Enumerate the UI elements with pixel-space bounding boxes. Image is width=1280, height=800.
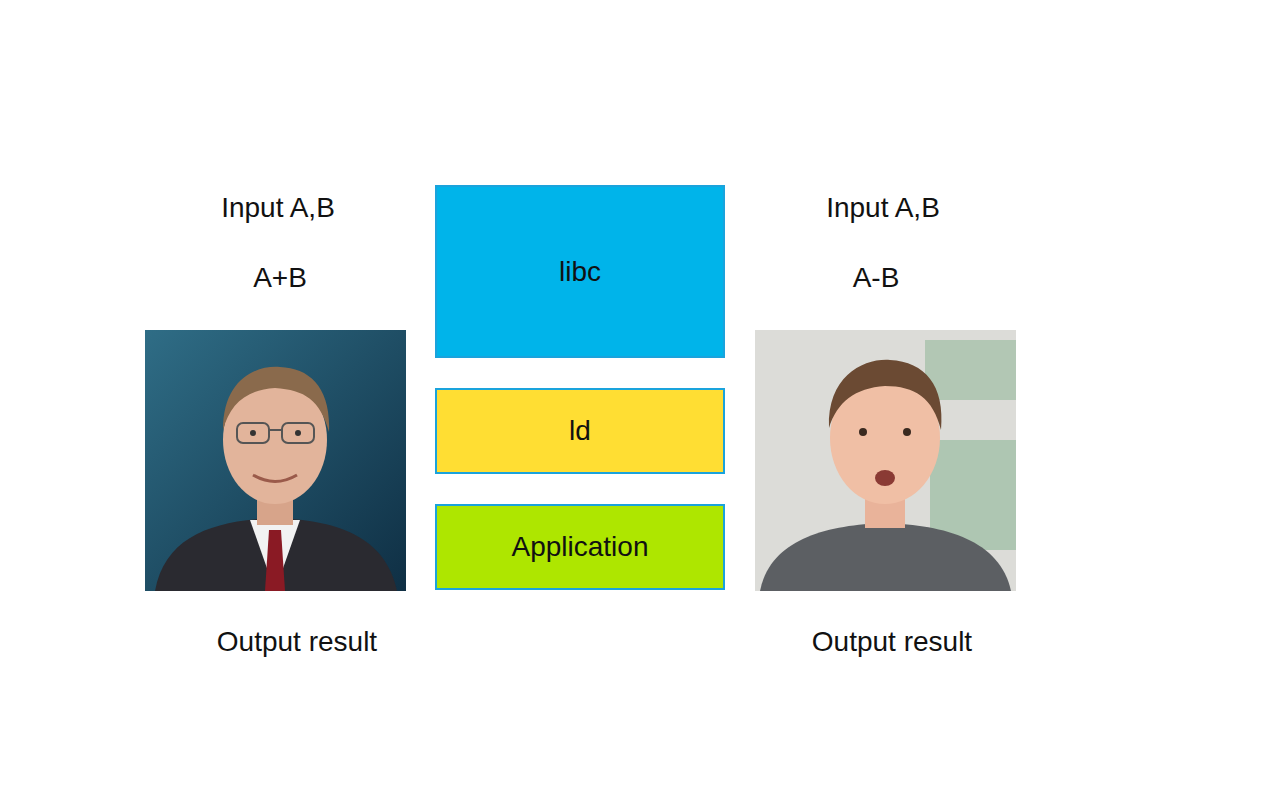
note-label: A-B: [853, 261, 900, 295]
note-label: Input A,B: [221, 191, 335, 225]
library-box: libc: [435, 185, 725, 358]
box-label: ld: [569, 414, 591, 448]
note-label: A+B: [253, 261, 307, 295]
note-label: Output result: [217, 625, 377, 659]
loader-box: ld: [435, 388, 725, 474]
portrait-right: [755, 330, 1016, 591]
application-box: Application: [435, 504, 725, 590]
box-label: Application: [512, 530, 649, 564]
note-label: Input A,B: [826, 191, 940, 225]
portrait-left: [145, 330, 406, 591]
note-label: Output result: [812, 625, 972, 659]
box-label: libc: [559, 255, 601, 289]
